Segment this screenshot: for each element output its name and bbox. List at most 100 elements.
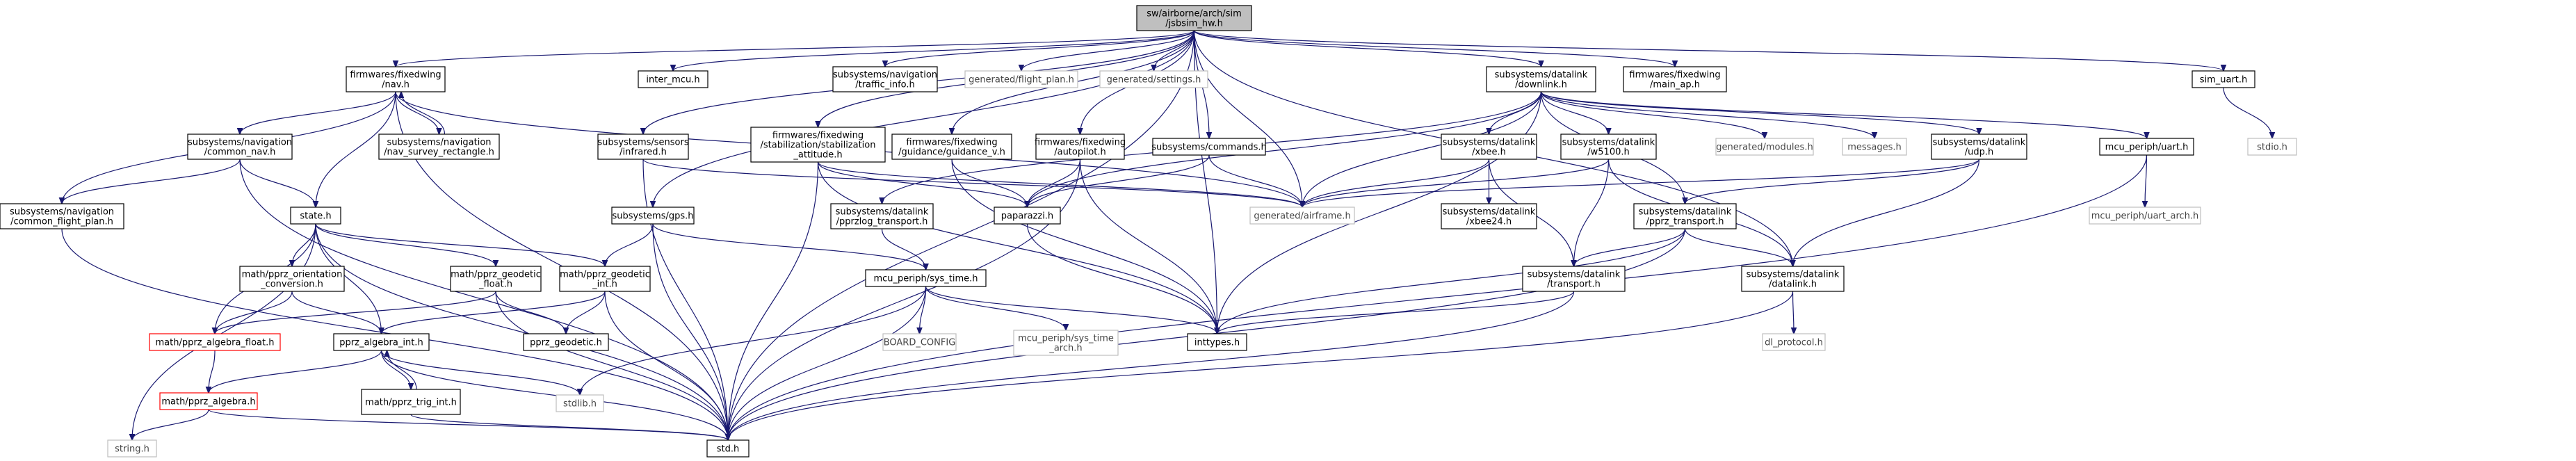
edge-algebra_int-to-stdlib (380, 350, 581, 395)
node-label-line: /common_nav.h (204, 147, 276, 158)
node-mcu-uart[interactable]: mcu_periph/uart.h (2099, 138, 2194, 156)
edge-autopilot-to-std_h (728, 159, 1081, 440)
node-label-line: mcu_periph/sys_time.h (873, 274, 978, 284)
node-fw-nav[interactable]: firmwares/fixedwing/nav.h (346, 66, 446, 92)
node-label-line: subsystems/datalink (1528, 270, 1621, 280)
node-label-line: subsystems/datalink (1639, 207, 1732, 218)
node-std-h[interactable]: std.h (706, 439, 750, 458)
node-algebra-float[interactable]: math/pprz_algebra_float.h (149, 333, 281, 351)
node-downlink[interactable]: subsystems/datalink/downlink.h (1486, 66, 1596, 92)
node-label-line: /common_flight_plan.h (10, 217, 113, 227)
node-label-line: subsystems/gps.h (612, 211, 693, 222)
edge-downlink-to-mcu_uart (1540, 91, 2147, 138)
node-common-flight-plan[interactable]: subsystems/navigation/common_flight_plan… (0, 203, 124, 229)
node-inttypes[interactable]: inttypes.h (1187, 333, 1247, 351)
node-label-line: _attitude.h (793, 150, 842, 161)
node-xbee[interactable]: subsystems/datalink/xbee.h (1441, 134, 1537, 160)
node-inter-mcu[interactable]: inter_mcu.h (638, 70, 708, 88)
edge-downlink-to-paparazzi (1028, 91, 1542, 207)
node-string-h: string.h (107, 439, 157, 458)
node-label-line: firmwares/fixedwing (906, 138, 997, 148)
edge-fw_nav-to-common_nav (240, 91, 396, 134)
node-layer: sw/airborne/arch/sim/jsbsim_hw.h firmware… (0, 5, 2297, 458)
node-label-line: /main_ap.h (1650, 80, 1700, 90)
edge-stab_attitude-to-paparazzi (817, 161, 1028, 207)
node-datalink[interactable]: subsystems/datalink/datalink.h (1741, 266, 1845, 292)
node-transport[interactable]: subsystems/datalink/transport.h (1522, 266, 1626, 292)
node-main-ap[interactable]: firmwares/fixedwing/main_ap.h (1623, 66, 1727, 92)
node-traffic-info[interactable]: subsystems/navigation/traffic_info.h (832, 66, 938, 92)
edge-transport-to-inttypes (1217, 291, 1575, 334)
edge-udp-to-datalink (1793, 159, 1980, 266)
edge-downlink-to-gen_modules (1540, 91, 1765, 138)
node-label-line: subsystems/navigation (10, 207, 114, 218)
node-label-line: stdlib.h (563, 399, 597, 410)
edge-pprz_algebra-to-std_h (208, 409, 728, 440)
node-stab-attitude[interactable]: firmwares/fixedwing/stabilization/stabil… (750, 127, 886, 163)
edge-commands-to-paparazzi (1028, 154, 1210, 207)
node-geodetic-float[interactable]: math/pprz_geodetic_float.h (450, 266, 542, 292)
node-gps[interactable]: subsystems/gps.h (611, 207, 695, 225)
node-autopilot[interactable]: firmwares/fixedwing/autopilot.h (1035, 134, 1126, 160)
node-xbee24[interactable]: subsystems/datalink/xbee24.h (1441, 203, 1537, 229)
edge-downlink-to-udp (1540, 91, 1979, 134)
node-sys-time-arch: mcu_periph/sys_time_arch.h (1013, 330, 1119, 356)
edge-state-to-string_h (132, 223, 316, 440)
node-orientation-conv[interactable]: math/pprz_orientation_conversion.h (239, 266, 345, 292)
node-nav-survey[interactable]: subsystems/navigation/nav_survey_rectang… (378, 134, 500, 160)
node-w5100[interactable]: subsystems/datalink/w5100.h (1560, 134, 1657, 160)
node-label-line: _float.h (478, 280, 512, 290)
edge-geodetic_float-to-pprz_geodetic (495, 291, 566, 334)
node-pprz-transport[interactable]: subsystems/datalink/pprz_transport.h (1633, 203, 1737, 229)
edge-pprz_transport-to-inttypes (1217, 228, 1686, 334)
edge-guidance_v-to-paparazzi (951, 159, 1028, 207)
node-state[interactable]: state.h (290, 207, 341, 225)
node-label-line: /nav_survey_rectangle.h (384, 147, 494, 158)
edge-root-to-flight_plan (1021, 30, 1195, 71)
edge-state-to-std_h (315, 223, 728, 440)
node-label-line: /nav.h (382, 80, 410, 90)
edge-sys_time-to-stdlib (580, 286, 927, 395)
node-label-line: firmwares/fixedwing (1629, 70, 1720, 81)
node-common-nav[interactable]: subsystems/navigation/common_nav.h (187, 134, 293, 160)
node-commands[interactable]: subsystems/commands.h (1151, 138, 1267, 156)
edge-geodetic_int-to-std_h (604, 291, 728, 440)
node-dl-protocol: dl_protocol.h (1762, 333, 1826, 351)
node-gen-modules: generated/modules.h (1715, 138, 1814, 156)
node-sys-time[interactable]: mcu_periph/sys_time.h (865, 269, 987, 287)
node-label-line: subsystems/datalink (1562, 138, 1655, 148)
node-label-line: math/pprz_algebra.h (161, 397, 255, 407)
node-trig-int[interactable]: math/pprz_trig_int.h (361, 389, 461, 415)
edge-downlink-to-w5100 (1540, 91, 1609, 134)
node-pprz-algebra[interactable]: math/pprz_algebra.h (159, 392, 258, 410)
node-label-line: subsystems/datalink (1443, 207, 1536, 218)
edge-autopilot-to-inttypes (1079, 159, 1217, 334)
edge-algebra_int-to-trig_int (380, 350, 412, 389)
node-label-line: std.h (717, 444, 740, 455)
node-guidance-v[interactable]: firmwares/fixedwing/guidance/guidance_v.… (891, 134, 1012, 160)
node-infrared[interactable]: subsystems/sensors/infrared.h (597, 134, 689, 160)
edge-sim_uart-to-stdio (2223, 87, 2272, 138)
node-label-line: paparazzi.h (1001, 211, 1053, 222)
edge-root-to-sim_uart (1193, 30, 2224, 71)
node-sim-uart[interactable]: sim_uart.h (2192, 70, 2255, 88)
node-stdio: stdio.h (2247, 138, 2297, 156)
edge-pprz_algebra-to-string_h (132, 409, 209, 440)
node-paparazzi[interactable]: paparazzi.h (994, 207, 1061, 225)
node-pprz-geodetic[interactable]: pprz_geodetic.h (523, 333, 609, 351)
node-pprzlog[interactable]: subsystems/datalink/pprzlog_transport.h (830, 203, 934, 229)
edge-transport-to-std_h (728, 291, 1575, 440)
node-geodetic-int[interactable]: math/pprz_geodetic_int.h (559, 266, 651, 292)
edge-w5100-to-transport (1574, 159, 1610, 266)
node-label-line: dl_protocol.h (1765, 338, 1823, 348)
node-udp[interactable]: subsystems/datalink/udp.h (1931, 134, 2027, 160)
node-algebra-int[interactable]: pprz_algebra_int.h (333, 333, 430, 351)
node-label-line: math/pprz_geodetic (560, 270, 650, 280)
node-root[interactable]: sw/airborne/arch/sim/jsbsim_hw.h (1136, 5, 1252, 31)
node-label-line: generated/settings.h (1107, 75, 1201, 86)
node-label-line: /infrared.h (619, 147, 667, 158)
edge-common_nav-to-std_h (239, 159, 728, 440)
edge-autopilot-to-paparazzi (1028, 159, 1081, 207)
edge-root-to-traffic_info (885, 30, 1195, 67)
